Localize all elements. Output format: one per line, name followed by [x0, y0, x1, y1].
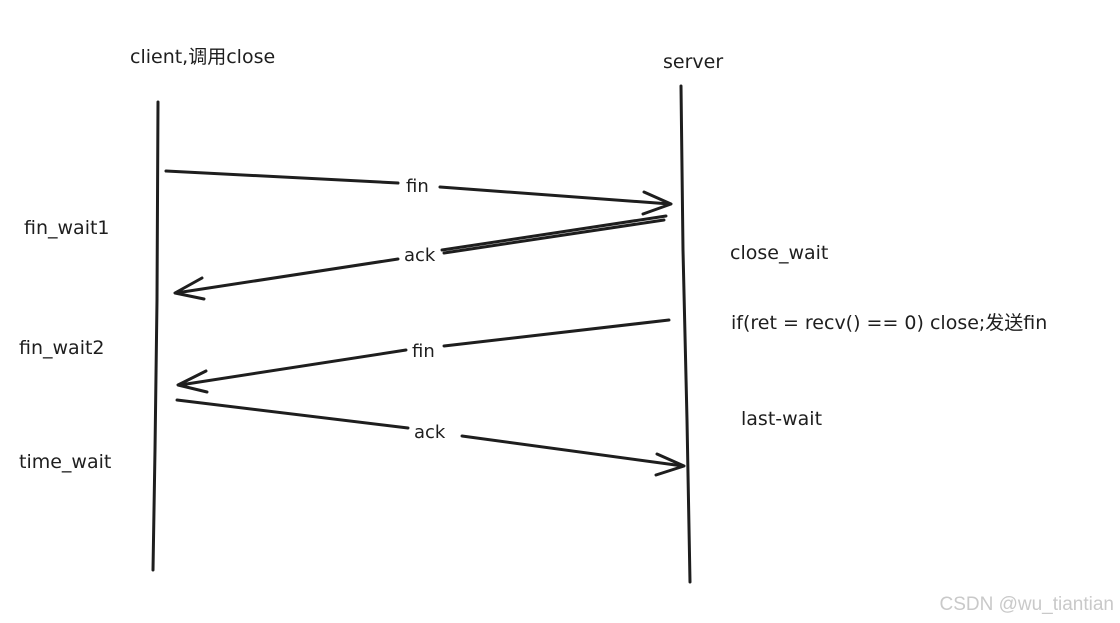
message-fin-client-to-server: fin	[164, 169, 673, 216]
server-lifeline	[679, 84, 692, 584]
message-fin-server-to-client: fin	[176, 318, 671, 394]
client-state-fin-wait2: fin_wait2	[19, 337, 105, 359]
message-line	[174, 257, 400, 295]
arrowhead-icon	[173, 276, 206, 301]
message-line	[442, 318, 671, 348]
arrowhead-icon	[654, 452, 686, 477]
message-label: fin	[406, 176, 429, 197]
message-line	[164, 169, 400, 185]
message-line	[175, 398, 410, 430]
client-actor-label: client,调用close	[130, 46, 275, 68]
client-lifeline	[151, 100, 160, 572]
message-label: fin	[412, 341, 435, 362]
message-line	[442, 218, 666, 255]
message-label: ack	[414, 422, 446, 443]
message-line	[440, 214, 668, 252]
message-line	[460, 434, 685, 468]
watermark: CSDN @wu_tiantian	[939, 594, 1114, 615]
message-ack-server-to-client: ack	[173, 214, 668, 301]
message-ack-client-to-server: ack	[175, 398, 686, 477]
server-state-close-wait: close_wait	[730, 242, 828, 264]
client-state-fin-wait1: fin_wait1	[24, 217, 110, 239]
client-state-time-wait: time_wait	[19, 451, 111, 473]
server-actor-label: server	[663, 51, 723, 73]
arrowhead-icon	[641, 190, 673, 216]
message-line	[178, 348, 408, 387]
message-line	[438, 185, 672, 206]
message-label: ack	[404, 245, 436, 266]
arrowhead-icon	[176, 369, 209, 394]
server-state-recv-close: if(ret = recv() == 0) close;发送fin	[731, 312, 1047, 334]
server-state-last-wait: last-wait	[741, 408, 822, 430]
